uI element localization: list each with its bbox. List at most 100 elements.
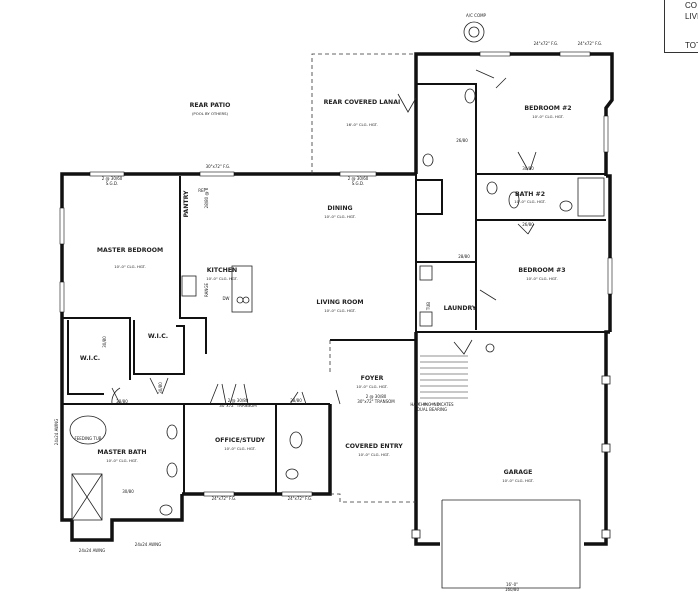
- master-sink-2-icon: [166, 462, 178, 478]
- master-sgd-note: 2 @ 30/60: [102, 176, 123, 181]
- bedroom-3-size: 10'-0" CLG. HGT.: [526, 276, 557, 281]
- garage-post-icon: [601, 375, 611, 385]
- living-room-label: LIVING ROOM: [316, 299, 363, 306]
- door-swing: [335, 389, 341, 405]
- kitchen-west-wall: [179, 176, 207, 354]
- title-block-line-1: CO: [685, 1, 697, 10]
- bath2-sink-icon: [508, 191, 520, 209]
- bedroom3-east-window: [607, 257, 613, 295]
- door-swing: [111, 387, 121, 405]
- foyer-size: 10'-0" CLG. HGT.: [356, 384, 387, 389]
- master-west-window-1: [59, 207, 65, 245]
- awning-note-3: 24x24 AWNG: [54, 419, 59, 445]
- door-note: 28/80: [458, 254, 470, 259]
- master-bath-south-wall: [70, 494, 184, 542]
- range-icon: [181, 275, 197, 297]
- lanai-size: 16'-0" CLG. HGT.: [346, 122, 377, 127]
- door-note: 28/80: [290, 398, 302, 403]
- bedroom-2-size: 10'-0" CLG. HGT.: [532, 114, 563, 119]
- garage-door-note-2: 160/80: [505, 587, 520, 592]
- wic-1-label: W.I.C.: [80, 355, 100, 362]
- garage-hatching: [420, 355, 468, 399]
- bath-2-size: 10'-0" CLG. HGT.: [514, 199, 545, 204]
- master-bedroom-label: MASTER BEDROOM: [97, 247, 163, 254]
- office-study-size: 10'-0" CLG. HGT.: [224, 446, 255, 451]
- awning-note-1: 24x24 AWNG: [79, 548, 105, 553]
- awning-note-2: 24x24 AWNG: [135, 542, 161, 547]
- sink-icon: [242, 296, 250, 304]
- title-block-box: CO LIVI TOT: [664, 0, 698, 53]
- office-south-wall: [182, 404, 332, 496]
- ref-note: REF: [198, 188, 206, 193]
- hatching-note: HATCHING INDICATES: [410, 402, 454, 407]
- garage-door-note: 16'-0": [506, 582, 518, 587]
- toilet-icon: [422, 153, 434, 167]
- pantry-label: PANTRY: [183, 190, 190, 218]
- door-swing: [397, 93, 417, 113]
- fixed-glass-note-4: 24"x72" F.G.: [534, 41, 559, 46]
- door-note: 28/80: [116, 399, 128, 404]
- door-swing: [453, 339, 473, 355]
- lanai-label: REAR COVERED LANAI: [324, 99, 401, 106]
- master-bath-size: 10'-0" CLG. HGT.: [106, 458, 137, 463]
- master-sgd-note-2: S.G.D.: [106, 181, 119, 186]
- bath2-tub-icon: [577, 177, 605, 217]
- door-swing: [229, 383, 249, 405]
- dining-sgd-note: 2 @ 30/60: [348, 176, 369, 181]
- bedroom2-north-window-1: [479, 51, 511, 57]
- door-swing: [517, 151, 537, 171]
- door-swings: [111, 69, 537, 405]
- bedroom-wing-east-wall: [606, 174, 612, 332]
- laundry-tub-note: TUB: [426, 302, 431, 311]
- entry-transom-note: 2 @ 30/80: [366, 394, 387, 399]
- office-study-label: OFFICE/STUDY: [215, 437, 265, 444]
- door-note: 26/80: [456, 138, 468, 143]
- room-labels: A/C COMP REAR PATIO (POOL BY OTHERS) REA…: [80, 13, 572, 483]
- title-block-line-3: TOT: [685, 41, 698, 50]
- wic1-wall: [67, 320, 104, 395]
- garage-post-icon: [601, 529, 611, 539]
- master-bedroom-size: 10'-0" CLG. HGT.: [114, 264, 145, 269]
- living-room-size: 10'-0" CLG. HGT.: [324, 308, 355, 313]
- door-swing: [289, 391, 307, 405]
- plan-notes: HATCHING INDICATES DUAL BEARING 2 @ 30/8…: [54, 41, 602, 592]
- dryer-icon: [419, 311, 433, 327]
- bedroom-wing-north-wall: [414, 52, 614, 176]
- master-toilet-icon: [159, 504, 173, 516]
- door-note: 30/80: [102, 336, 107, 348]
- door-swing: [479, 289, 497, 301]
- windows: [59, 51, 613, 497]
- master-west-window-2: [59, 281, 65, 313]
- feeding-tub-icon: [69, 415, 107, 445]
- title-block-line-2: LIVI: [685, 12, 698, 21]
- bedroom2-east-window: [603, 115, 609, 153]
- door-swing: [475, 69, 495, 79]
- door-note: 30/80: [122, 489, 134, 494]
- dining-sgd-window: [339, 171, 377, 177]
- office-transom-note-2: 30"x72" TRANSOM: [219, 403, 257, 408]
- dw-note: DW: [222, 296, 229, 301]
- foyer-label: FOYER: [361, 375, 384, 382]
- master-sink-1-icon: [166, 424, 178, 440]
- door-swing: [209, 383, 227, 405]
- bedroom-2-label: BEDROOM #2: [524, 105, 571, 112]
- garage-post-icon: [411, 529, 421, 539]
- bath-2-label: BATH #2: [515, 191, 545, 198]
- bath-west-wall: [60, 420, 72, 522]
- door-note: 30/80: [522, 166, 534, 171]
- driveway-apron: [441, 499, 581, 589]
- door-note: 30/80: [158, 382, 163, 394]
- kitchen-size: 10'-0" CLG. HGT.: [206, 276, 237, 281]
- bath2-sink2-icon: [486, 181, 498, 195]
- wic-2-label: W.I.C.: [148, 333, 168, 340]
- ac-fan-icon: [468, 26, 480, 38]
- laundry-label: LAUNDRY: [444, 305, 477, 312]
- covered-entry-label: COVERED ENTRY: [345, 443, 403, 450]
- ac-comp-label: A/C COMP: [466, 13, 487, 18]
- door-note: 26/80: [522, 222, 534, 227]
- garage-post-icon: [601, 443, 611, 453]
- door-swing: [517, 223, 535, 235]
- master-sgd-window: [89, 171, 125, 177]
- bath-sink-icon: [464, 88, 476, 104]
- master-wing-west-wall: [60, 172, 148, 420]
